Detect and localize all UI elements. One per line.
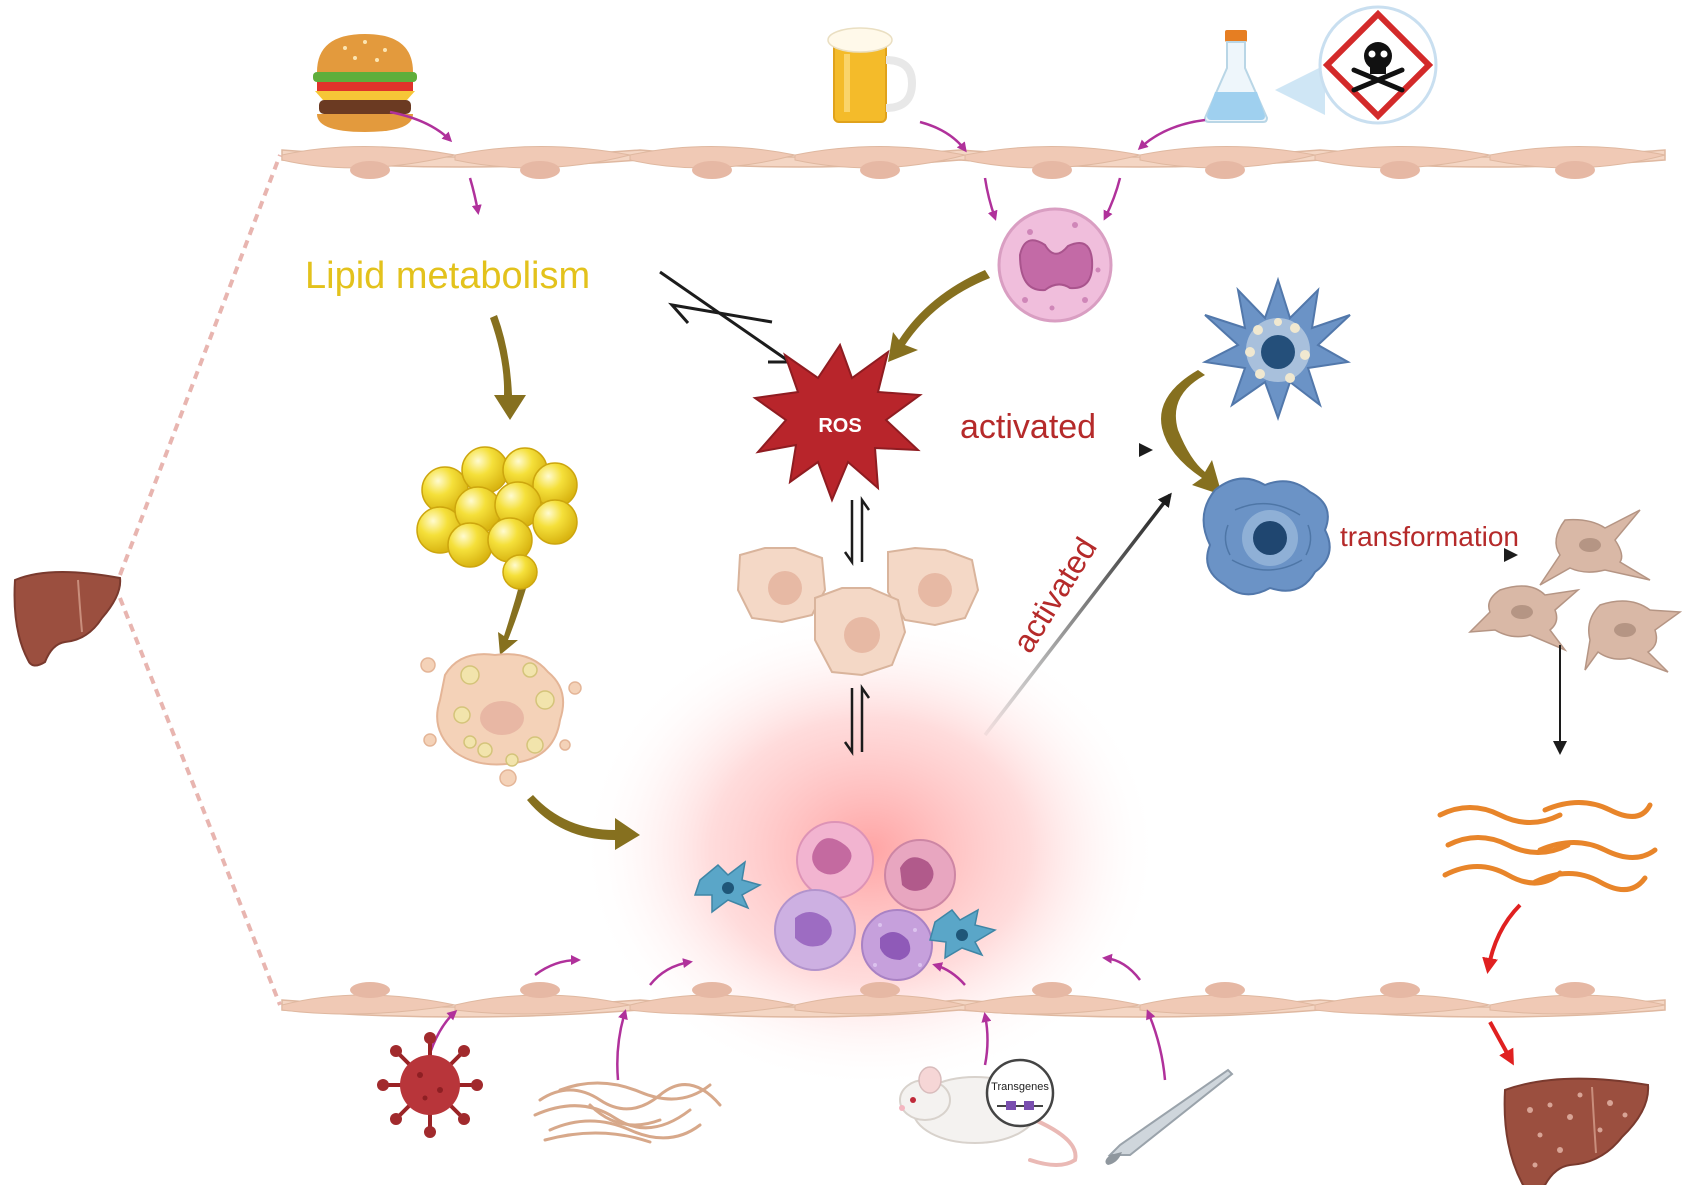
kupffer-cell-activated-icon [1202,477,1331,596]
magenta-arrows-bottom [423,953,1167,1081]
activated-label-right: activated [960,408,1096,446]
virus-icon [377,1032,483,1138]
flask-icon [1203,30,1269,123]
liver-icon [13,570,122,667]
dashed-connectors [118,154,282,1006]
fibrotic-liver-icon [1503,1077,1650,1185]
neutrophil-icon [997,207,1113,323]
olive-arrows [490,270,1222,850]
inflammation-cells-icon [774,821,956,981]
arrow-collagen-to-membrane [1482,903,1522,974]
arrow-inflammation-to-kupffer [983,492,1172,737]
hepatocyte-cluster-icon [736,546,980,677]
lipid-metabolism-label: Lipid metabolism [305,255,590,297]
small-macrophage-right-icon [929,908,997,960]
scalpel-icon [1105,1068,1234,1165]
burger-icon [313,34,417,132]
activated-label-diagonal: activated [1005,531,1103,659]
collagen-fibers-icon [1437,800,1658,892]
top-membrane [281,146,1666,179]
transgenes-label: Transgenes [991,1081,1049,1093]
parasite-worms-icon [533,1081,722,1144]
bottom-membrane [281,982,1666,1018]
arrow-to-fibrotic-liver [1488,1021,1514,1066]
ros-burst-icon: ROS [752,342,923,503]
equilibrium-arrow-hepatocytes-inflammation [843,684,871,756]
damaged-hepatocyte-icon [420,653,582,787]
magenta-arrows-top [389,110,1206,221]
mouse-icon: Transgenes [899,1058,1078,1167]
myofibroblast-icon [1468,509,1683,673]
fat-droplets-icon [416,446,578,590]
ros-label: ROS [818,415,861,437]
equilibrium-arrow-ros-hepatocytes [843,496,871,566]
transformation-label: transformation [1340,521,1519,552]
small-macrophage-left-icon [693,860,762,914]
beer-icon [827,27,917,123]
kupffer-cell-resting-icon [1201,276,1352,422]
equilibrium-arrow-lipid-ros [659,270,795,364]
toxic-hazard-icon [1275,5,1438,125]
